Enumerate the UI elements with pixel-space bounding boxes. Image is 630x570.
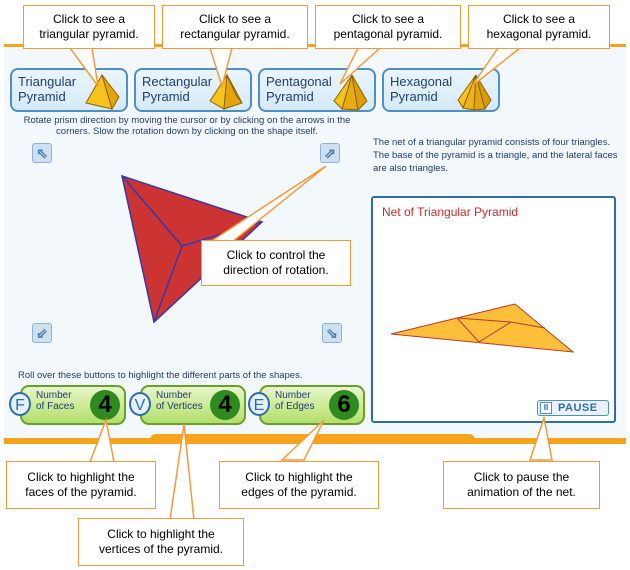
tab-label: Pentagonal Pyramid xyxy=(266,74,332,104)
triangular-pyramid-icon xyxy=(85,73,120,111)
bottom-tab-decoration xyxy=(150,434,475,444)
rotate-down-left-button[interactable]: ⇙ xyxy=(32,323,52,343)
faces-label: Number of Faces xyxy=(36,390,75,412)
faces-count: 4 xyxy=(90,390,120,420)
edges-label: Number of Edges xyxy=(275,390,315,412)
shape-description: The net of a triangular pyramid consists… xyxy=(373,137,618,174)
tab-hexagonal-pyramid[interactable]: Hexagonal Pyramid xyxy=(382,68,500,112)
pentagonal-pyramid-icon xyxy=(333,74,368,111)
pause-button[interactable]: II PAUSE xyxy=(537,400,609,416)
rectangular-pyramid-icon xyxy=(209,73,243,110)
rotate-up-left-button[interactable]: ⇖ xyxy=(32,143,52,163)
vertices-letter-badge: V xyxy=(129,392,151,416)
tab-triangular-pyramid[interactable]: Triangular Pyramid xyxy=(10,68,128,112)
callout-rotation: Click to control the direction of rotati… xyxy=(201,240,351,286)
faces-letter-badge: F xyxy=(9,392,31,416)
hexagonal-pyramid-icon xyxy=(457,74,492,111)
net-title: Net of Triangular Pyramid xyxy=(382,205,519,219)
tab-label: Triangular Pyramid xyxy=(18,74,77,104)
callout-rectangular: Click to see a rectangular pyramid. xyxy=(162,5,308,49)
vertices-button[interactable]: V Number of Vertices 4 xyxy=(129,385,246,425)
rotation-instructions: Rotate prism direction by moving the cur… xyxy=(23,115,351,137)
edges-letter-badge: E xyxy=(248,392,270,416)
tab-label: Hexagonal Pyramid xyxy=(390,74,453,104)
rotate-up-right-button[interactable]: ⇗ xyxy=(320,143,340,163)
net-panel: Net of Triangular Pyramid II PAUSE xyxy=(371,196,616,423)
pause-label: PAUSE xyxy=(558,402,598,414)
callout-pause: Click to pause the animation of the net. xyxy=(443,461,600,509)
callout-pentagonal: Click to see a pentagonal pyramid. xyxy=(315,5,461,49)
callout-hexagonal: Click to see a hexagonal pyramid. xyxy=(468,5,610,49)
edges-button[interactable]: E Number of Edges 6 xyxy=(248,385,365,425)
edges-count: 6 xyxy=(329,390,359,420)
vertices-label: Number of Vertices xyxy=(156,390,203,412)
tab-label: Rectangular Pyramid xyxy=(142,74,213,104)
pause-icon: II xyxy=(540,402,552,414)
tab-rectangular-pyramid[interactable]: Rectangular Pyramid xyxy=(134,68,252,112)
roll-over-hint: Roll over these buttons to highlight the… xyxy=(18,370,303,381)
tab-pentagonal-pyramid[interactable]: Pentagonal Pyramid xyxy=(258,68,376,112)
vertices-count: 4 xyxy=(210,390,240,420)
triangular-pyramid-net xyxy=(390,303,575,353)
callout-edges: Click to highlight the edges of the pyra… xyxy=(219,461,379,509)
callout-triangular: Click to see a triangular pyramid. xyxy=(23,5,155,49)
faces-button[interactable]: F Number of Faces 4 xyxy=(9,385,126,425)
rotate-down-right-button[interactable]: ⇘ xyxy=(322,323,342,343)
callout-vertices: Click to highlight the vertices of the p… xyxy=(78,518,244,566)
callout-faces: Click to highlight the faces of the pyra… xyxy=(6,461,156,509)
